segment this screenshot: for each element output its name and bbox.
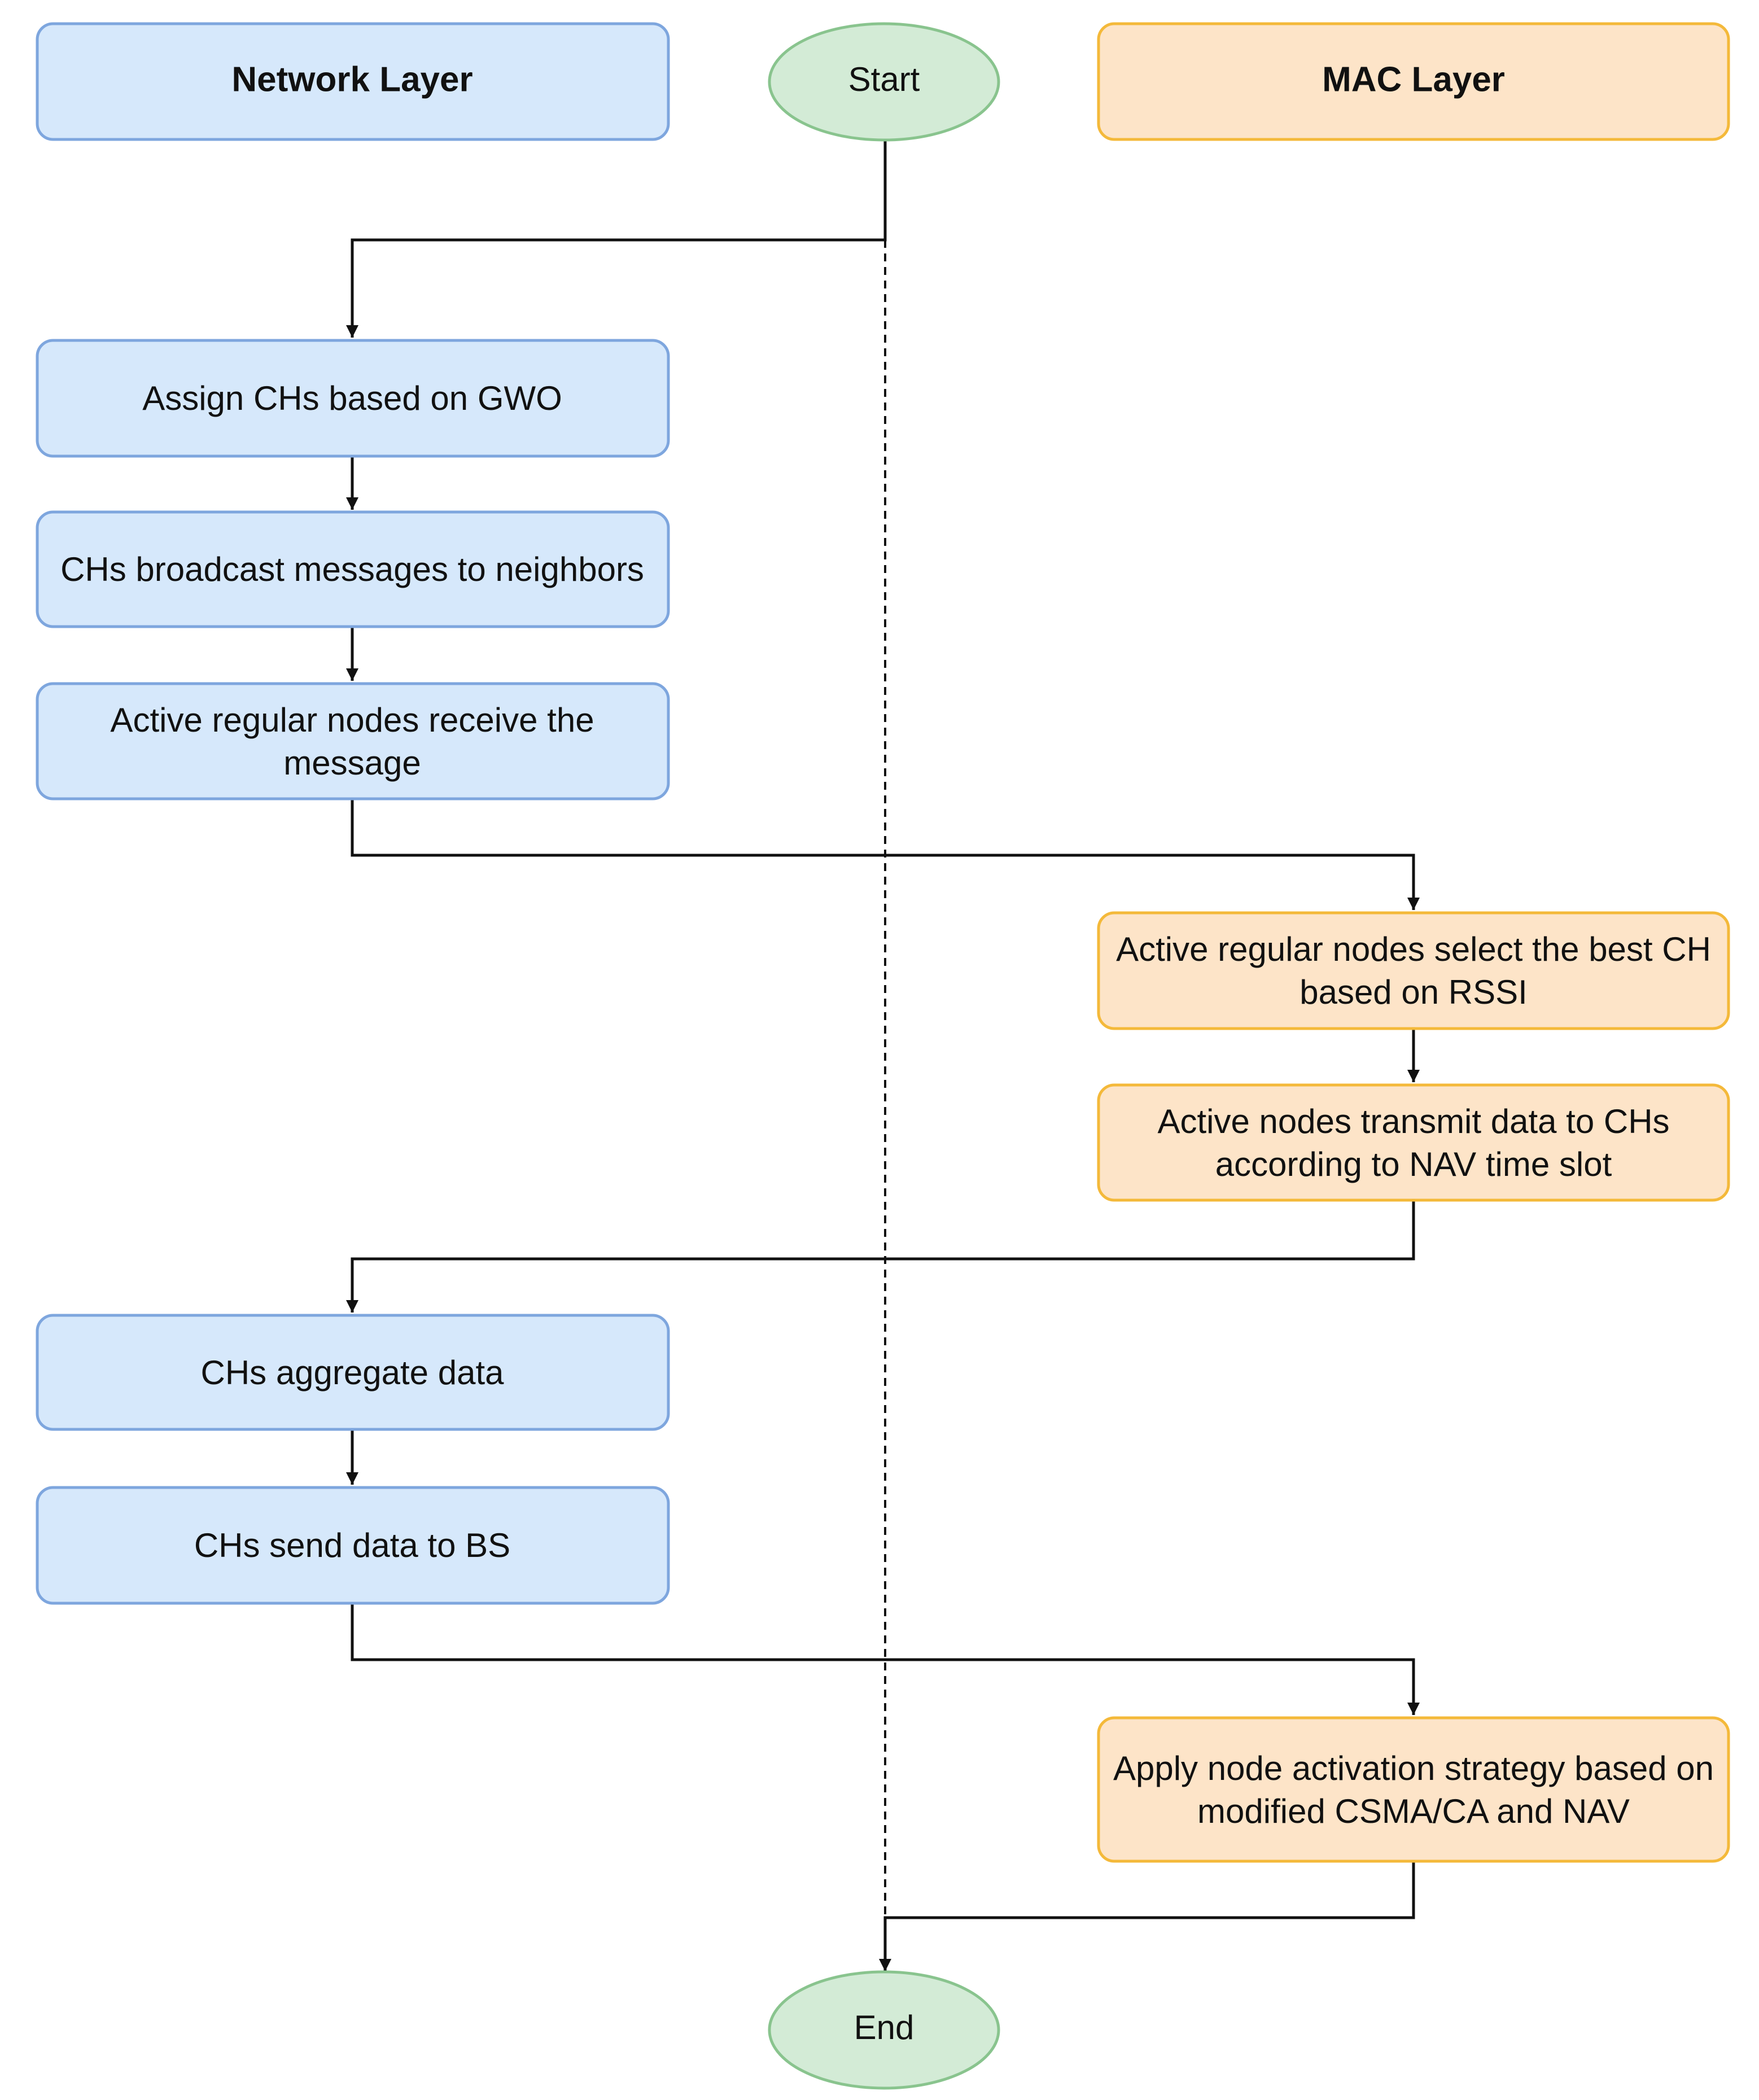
step-receive-text: Active regular nodes receive the message	[110, 701, 594, 782]
step-aggregate-data: CHs aggregate data	[36, 1314, 670, 1431]
step-line: CHs aggregate data	[200, 1354, 504, 1392]
end-terminal: End	[768, 1970, 1000, 2090]
step-line: Apply node activation strategy based on	[1113, 1749, 1714, 1787]
step-activation-text: Apply node activation strategy based on m…	[1113, 1749, 1714, 1830]
step-line: modified CSMA/CA and NAV	[1197, 1792, 1630, 1830]
start-terminal: Start	[768, 22, 1000, 142]
step-aggregate-text: CHs aggregate data	[200, 1354, 504, 1392]
start-label: Start	[848, 60, 920, 98]
step-transmit-text: Active nodes transmit data to CHs accordi…	[1157, 1102, 1669, 1183]
step-receive-message: Active regular nodes receive the message	[36, 682, 670, 800]
step-send-to-bs: CHs send data to BS	[36, 1486, 670, 1605]
connector-receive-to-select	[351, 799, 1420, 910]
step-line: CHs send data to BS	[194, 1526, 510, 1564]
network-layer-header: Network Layer	[36, 22, 670, 141]
step-send-bs-text: CHs send data to BS	[194, 1526, 510, 1564]
step-line: Active regular nodes select the best CH	[1116, 930, 1711, 968]
step-line: message	[283, 744, 421, 782]
step-line: Active nodes transmit data to CHs	[1157, 1102, 1669, 1140]
connector-send-to-activation	[351, 1603, 1420, 1715]
step-node-activation: Apply node activation strategy based on m…	[1097, 1716, 1730, 1863]
step-assign-chs-text: Assign CHs based on GWO	[142, 379, 562, 417]
step-transmit-data: Active nodes transmit data to CHs accordi…	[1097, 1083, 1730, 1202]
step-select-ch-text: Active regular nodes select the best CH b…	[1116, 930, 1711, 1011]
step-select-best-ch: Active regular nodes select the best CH b…	[1097, 911, 1730, 1030]
step-assign-chs: Assign CHs based on GWO	[36, 339, 670, 458]
connector-transmit-to-aggregate	[346, 1200, 1415, 1313]
step-line: Assign CHs based on GWO	[142, 379, 562, 417]
network-layer-label: Network Layer	[231, 60, 472, 99]
step-line: according to NAV time slot	[1215, 1145, 1612, 1183]
connector-activation-to-end	[879, 1861, 1415, 1971]
step-line: based on RSSI	[1299, 973, 1528, 1011]
step-broadcast-text: CHs broadcast messages to neighbors	[60, 550, 644, 588]
step-broadcast-messages: CHs broadcast messages to neighbors	[36, 510, 670, 628]
connector-start-to-assign	[346, 140, 887, 338]
mac-layer-header: MAC Layer	[1097, 22, 1730, 141]
end-label: End	[854, 2009, 914, 2046]
mac-layer-label: MAC Layer	[1322, 60, 1505, 99]
step-line: Active regular nodes receive the	[110, 701, 594, 739]
step-line: CHs broadcast messages to neighbors	[60, 550, 644, 588]
